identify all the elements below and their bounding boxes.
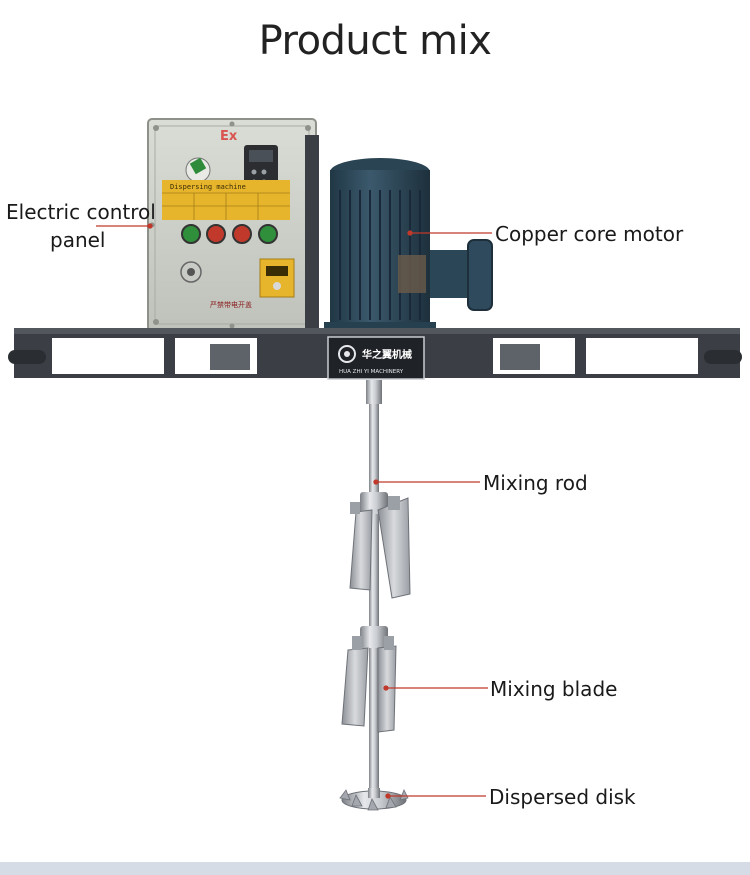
mixing-blade-lower bbox=[341, 626, 397, 733]
frame-beam: 华之翼机械 HUA ZHI YI MACHINERY bbox=[8, 328, 742, 380]
indicator-lights bbox=[181, 224, 278, 244]
copper-core-motor bbox=[324, 158, 493, 336]
brand-name-en: HUA ZHI YI MACHINERY bbox=[339, 369, 404, 375]
label-control-panel-line1: Electric control bbox=[6, 200, 156, 224]
leader-lines bbox=[96, 223, 492, 799]
ex-mark: Ex bbox=[220, 129, 238, 144]
bottom-band bbox=[0, 862, 750, 875]
dispersed-disk bbox=[339, 788, 409, 811]
mixing-blade-upper bbox=[349, 492, 411, 599]
label-blade: Mixing blade bbox=[490, 677, 618, 701]
page-title: Product mix bbox=[258, 18, 492, 64]
label-rod: Mixing rod bbox=[483, 471, 588, 495]
plate-text: Dispersing machine bbox=[170, 183, 246, 191]
panel-footer-text: 严禁带电开盖 bbox=[210, 300, 252, 309]
label-disk: Dispersed disk bbox=[489, 785, 636, 809]
label-motor: Copper core motor bbox=[495, 222, 684, 246]
control-panel: Ex Dispersing machine bbox=[147, 118, 317, 332]
label-control-panel-line2: panel bbox=[50, 228, 106, 252]
mixing-rod bbox=[366, 380, 382, 794]
brand-name-cn: 华之翼机械 bbox=[362, 348, 412, 361]
